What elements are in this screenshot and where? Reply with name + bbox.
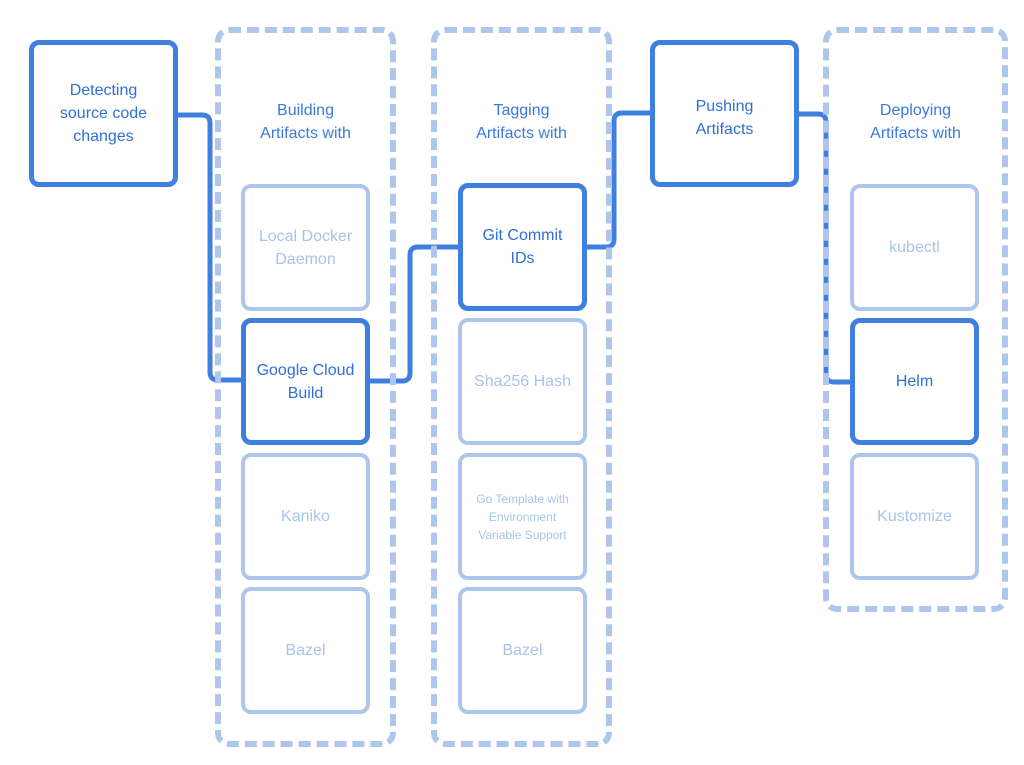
- connector-detect-to-build: [173, 112, 246, 383]
- detect-stage-box: Detecting source code changes: [29, 40, 178, 187]
- deploy-option-label: Kustomize: [877, 508, 952, 525]
- deploy-option-kubectl[interactable]: kubectl: [850, 184, 979, 311]
- build-option-label: Local Docker Daemon: [258, 227, 353, 268]
- tag-option-go-template[interactable]: Go Template with Environment Variable Su…: [458, 453, 587, 580]
- tag-option-label: Bazel: [502, 642, 543, 659]
- build-option-kaniko[interactable]: Kaniko: [241, 453, 370, 580]
- tag-option-label: Sha256 Hash: [474, 373, 571, 390]
- build-option-local-docker[interactable]: Local Docker Daemon: [241, 184, 370, 311]
- tag-stage-title: Tagging Artifacts with: [476, 102, 567, 142]
- build-option-label: Google Cloud Build: [256, 361, 355, 402]
- tag-option-sha256-hash[interactable]: Sha256 Hash: [458, 318, 587, 445]
- deploy-option-label: kubectl: [889, 239, 940, 256]
- deploy-option-label: Helm: [895, 373, 934, 390]
- deploy-option-kustomize[interactable]: Kustomize: [850, 453, 979, 580]
- tag-option-label: Git Commit IDs: [482, 227, 563, 267]
- build-option-label: Bazel: [285, 642, 326, 659]
- push-stage-label: Pushing Artifacts: [695, 98, 754, 138]
- tag-option-bazel[interactable]: Bazel: [458, 587, 587, 714]
- build-stage-title: Building Artifacts with: [260, 102, 351, 142]
- build-option-google-cloud-build[interactable]: Google Cloud Build: [241, 318, 370, 445]
- tag-stage-group: Tagging Artifacts with: [431, 27, 612, 747]
- detect-stage-label: Detecting source code changes: [59, 82, 148, 145]
- build-stage-group: Building Artifacts with: [215, 27, 396, 747]
- tag-option-git-commit-ids[interactable]: Git Commit IDs: [458, 183, 587, 311]
- deploy-stage-group: Deploying Artifacts with: [823, 27, 1008, 612]
- deploy-stage-title: Deploying Artifacts with: [870, 102, 961, 142]
- tag-option-label: Go Template with Environment Variable Su…: [476, 491, 569, 542]
- deploy-option-helm[interactable]: Helm: [850, 318, 979, 445]
- push-stage-box: Pushing Artifacts: [650, 40, 799, 187]
- build-option-label: Kaniko: [281, 508, 330, 525]
- build-option-bazel[interactable]: Bazel: [241, 587, 370, 714]
- connector-build-to-tag: [363, 244, 463, 384]
